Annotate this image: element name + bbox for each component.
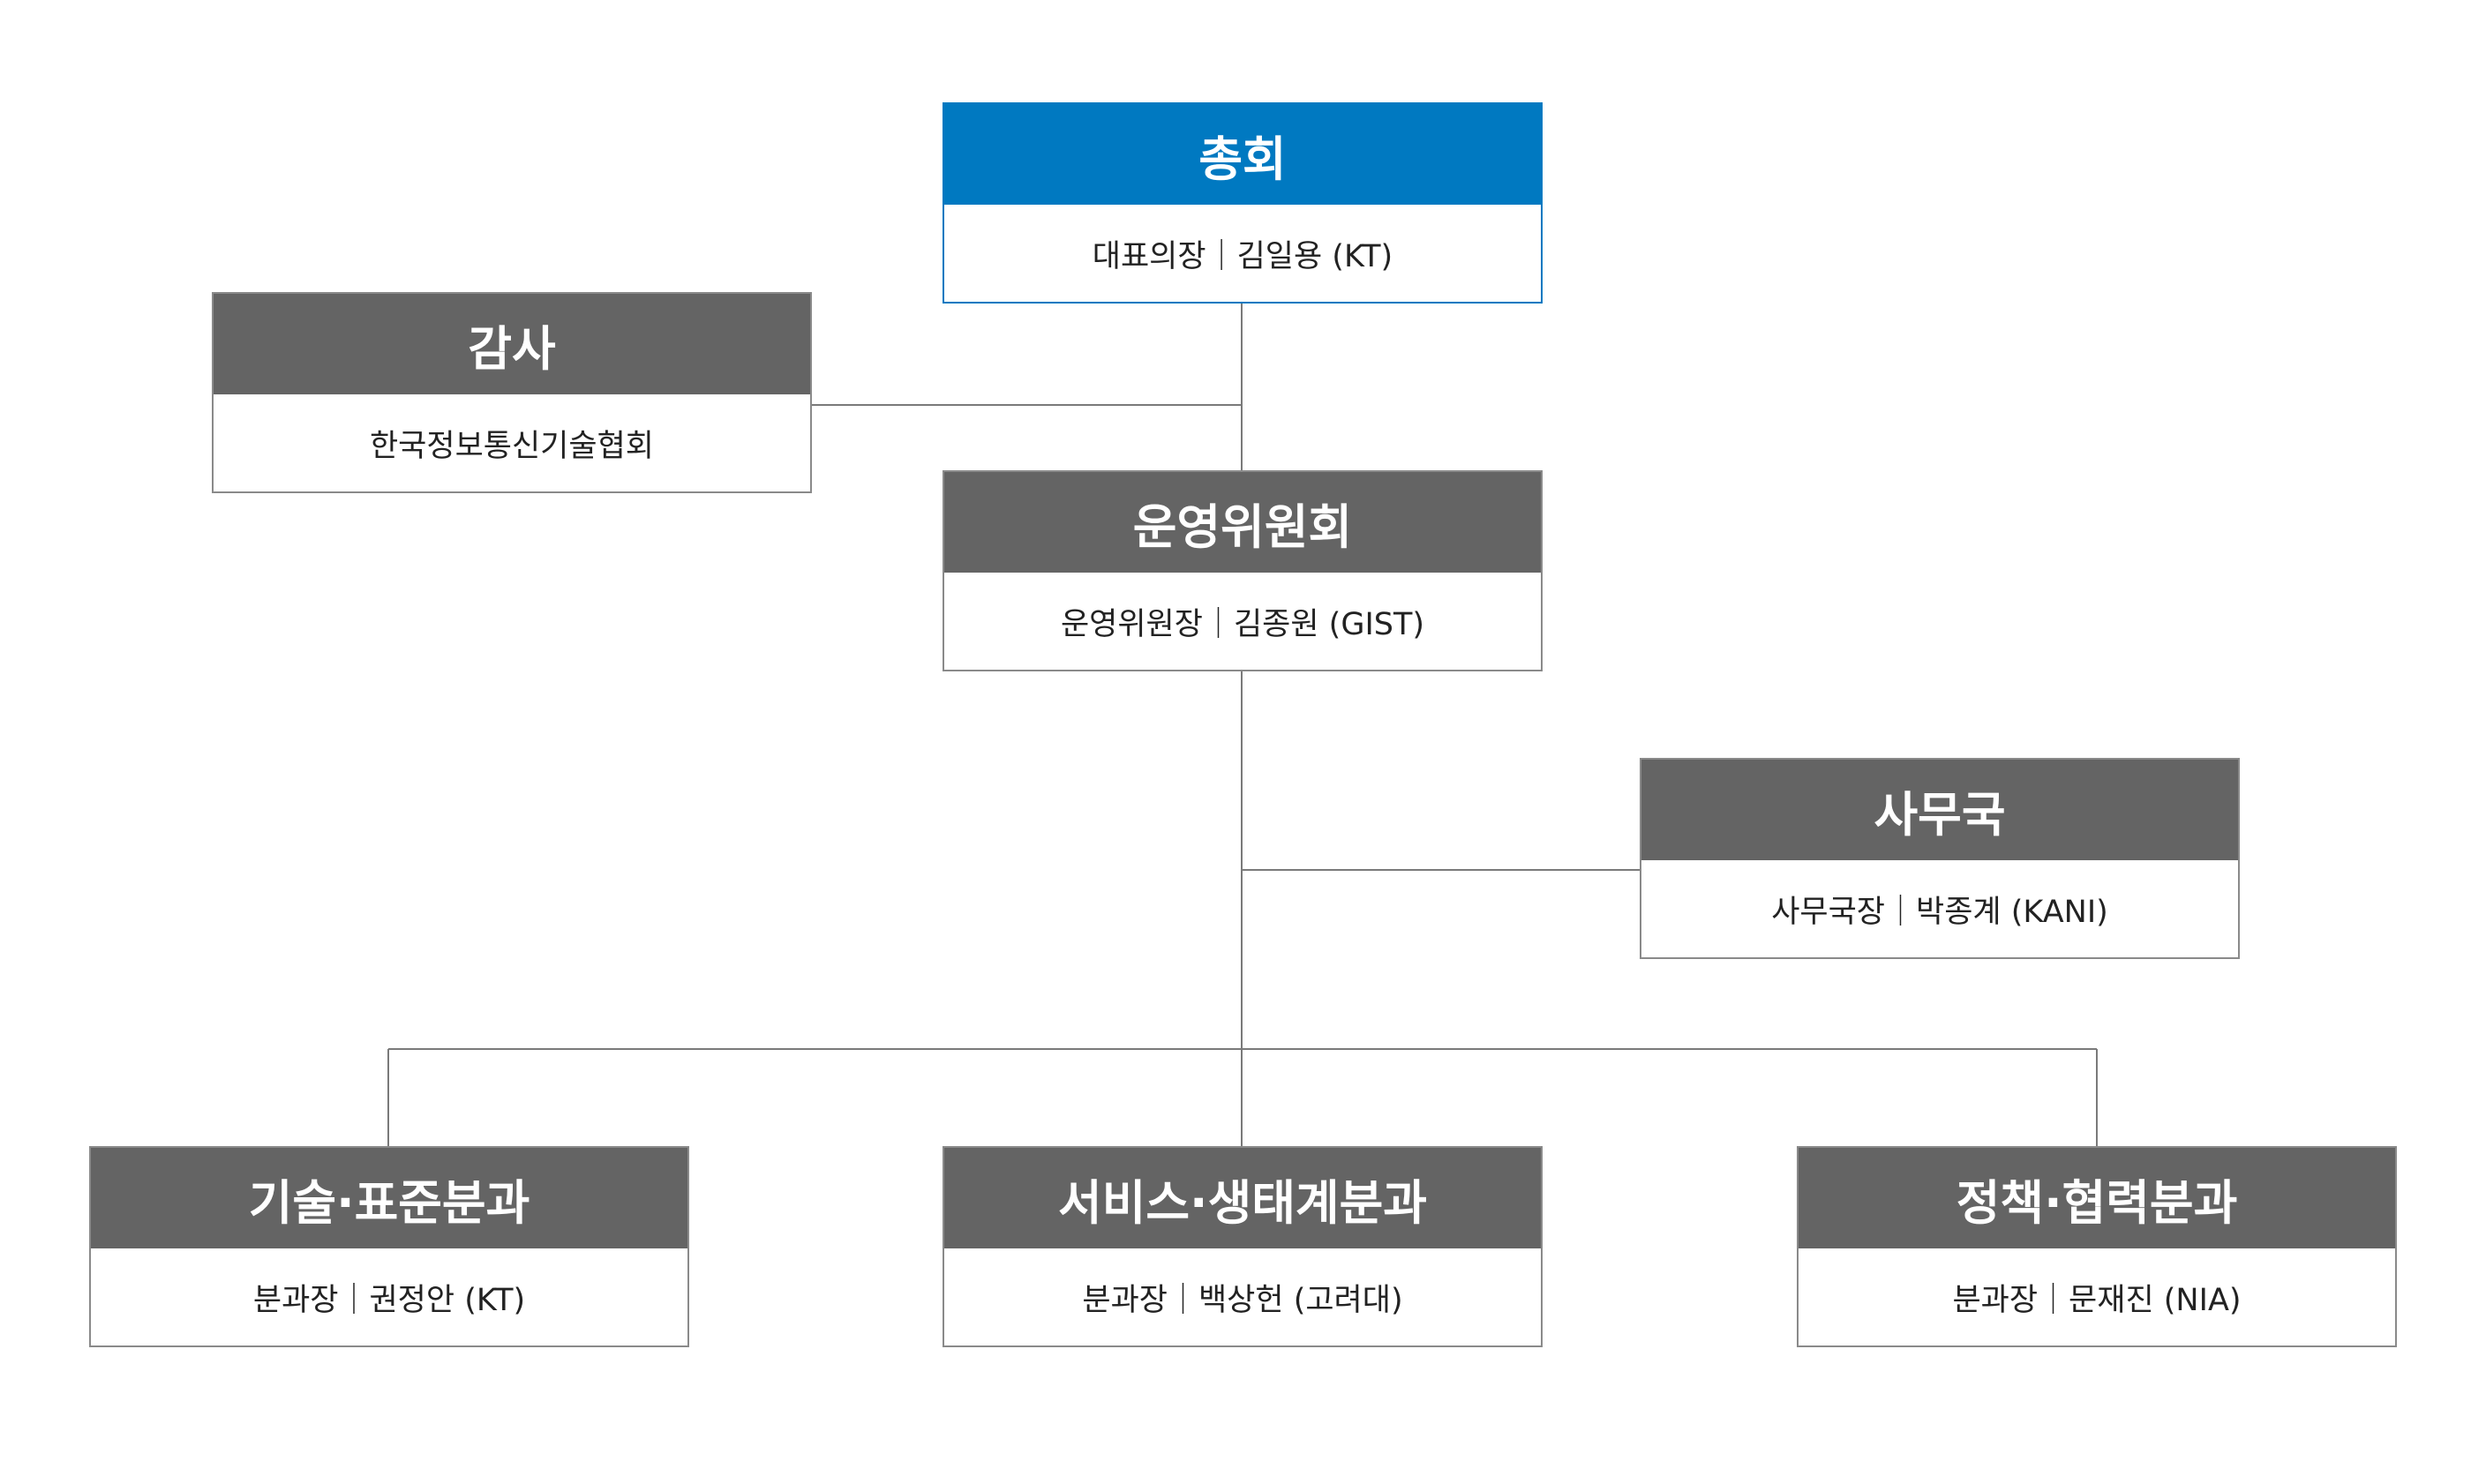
policy-cooperation-division-box: 정책·협력분과 분과장｜문재진 (NIA)	[1797, 1146, 2397, 1347]
service-ecosystem-division-title: 서비스·생태계분과	[944, 1148, 1541, 1248]
steering-committee-detail: 운영위원장｜김종원 (GIST)	[1060, 606, 1425, 642]
general-assembly-detail: 대표의장｜김일용 (KT)	[1092, 238, 1393, 274]
general-assembly-box: 총회 대표의장｜김일용 (KT)	[943, 102, 1543, 304]
secretariat-box: 사무국 사무국장｜박종계 (KANI)	[1640, 758, 2240, 959]
secretariat-detail: 사무국장｜박종계 (KANI)	[1771, 894, 2108, 930]
general-assembly-title: 총회	[944, 104, 1541, 205]
audit-box: 감사 한국정보통신기술협회	[212, 292, 812, 493]
service-ecosystem-division-detail: 분과장｜백상헌 (고려대)	[1082, 1282, 1403, 1318]
steering-committee-title: 운영위원회	[944, 472, 1541, 573]
tech-standard-division-detail: 분과장｜권정안 (KT)	[252, 1282, 526, 1318]
audit-title: 감사	[214, 294, 810, 394]
policy-cooperation-division-title: 정책·협력분과	[1799, 1148, 2395, 1248]
service-ecosystem-division-box: 서비스·생태계분과 분과장｜백상헌 (고려대)	[943, 1146, 1543, 1347]
tech-standard-division-title: 기술·표준분과	[91, 1148, 687, 1248]
steering-committee-box: 운영위원회 운영위원장｜김종원 (GIST)	[943, 470, 1543, 671]
secretariat-title: 사무국	[1641, 760, 2238, 860]
tech-standard-division-box: 기술·표준분과 분과장｜권정안 (KT)	[89, 1146, 689, 1347]
audit-detail: 한국정보통신기술협회	[369, 428, 654, 464]
policy-cooperation-division-detail: 분과장｜문재진 (NIA)	[1952, 1282, 2242, 1318]
